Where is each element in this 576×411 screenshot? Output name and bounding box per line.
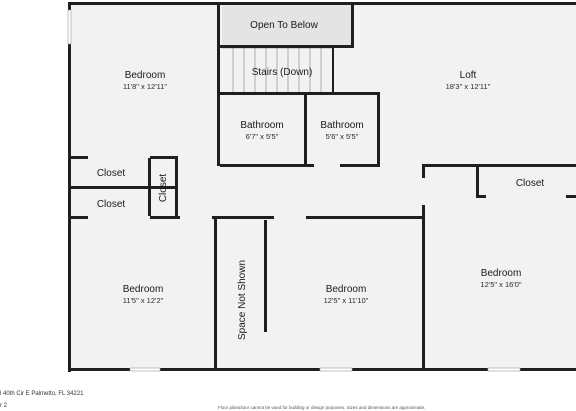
closet-east-label: Closet [516, 178, 545, 189]
floor-label: r 2 [0, 403, 8, 409]
loft-dims: 18'3" x 12'11" [446, 82, 491, 91]
bedroom-mid-dims: 12'5" x 11'10" [324, 296, 369, 305]
closet-vertical-label: Closet [158, 174, 169, 203]
windows [67, 9, 521, 372]
address-text: l 40th Cir E Palmetto, FL 34221 [0, 391, 84, 397]
loft-name: Loft [460, 70, 477, 81]
disclaimer-text: Floor plans/tour cannot be used for buil… [218, 405, 426, 410]
bedroom-se-dims: 12'5" x 16'0" [480, 280, 521, 289]
bathroom-2-dims: 5'6" x 5'5" [326, 132, 359, 141]
closet-2-label: Closet [97, 199, 126, 210]
stairs-label: Stairs (Down) [252, 67, 313, 78]
bedroom-sw-dims: 11'5" x 12'2" [123, 296, 164, 305]
bedroom-nw-name: Bedroom [125, 70, 166, 81]
bathroom-1-dims: 6'7" x 5'5" [246, 132, 279, 141]
bedroom-sw-name: Bedroom [123, 284, 164, 295]
bedroom-mid-name: Bedroom [326, 284, 367, 295]
bedroom-se-name: Bedroom [481, 268, 522, 279]
bathroom-2-name: Bathroom [320, 120, 363, 131]
bedroom-nw-dims: 11'8" x 12'11" [123, 82, 168, 91]
closet-1-label: Closet [97, 168, 126, 179]
open-to-below-label: Open To Below [250, 20, 318, 31]
space-not-shown-label: Space Not Shown [237, 260, 248, 340]
open-to-below-area [222, 5, 352, 46]
bathroom-1-name: Bathroom [240, 120, 283, 131]
